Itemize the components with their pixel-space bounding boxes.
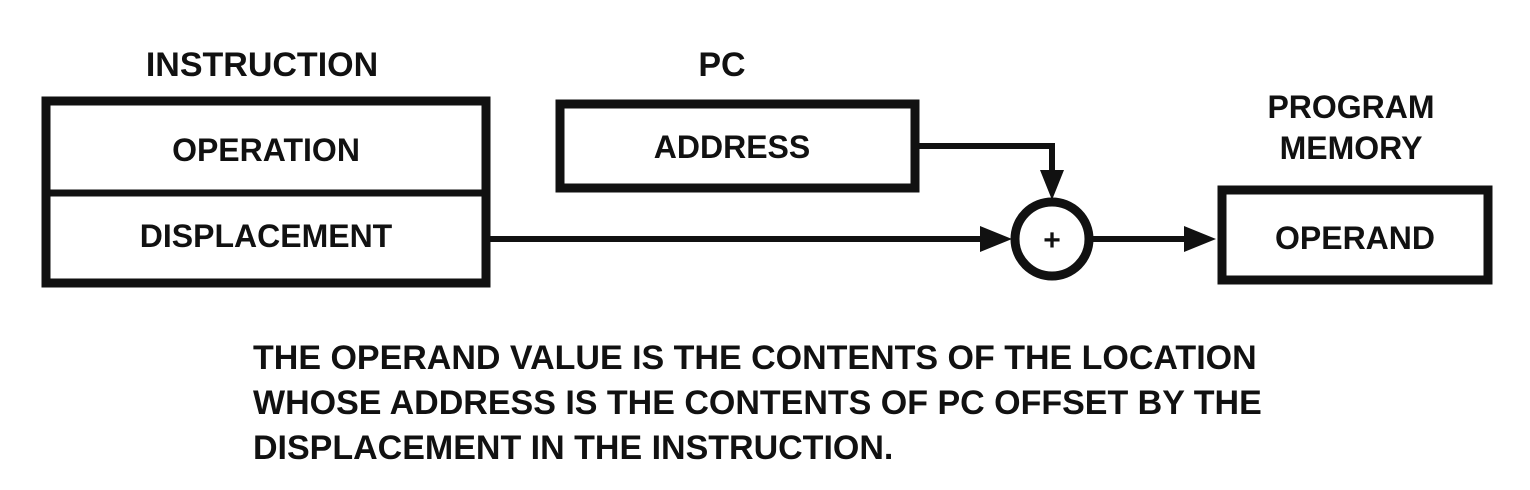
pc-register-box: ADDRESS [555,99,920,193]
memory-arrow-head [1184,226,1216,252]
plus-icon: + [1043,224,1061,257]
program-memory-title-line2: MEMORY [1280,130,1423,166]
adder-circle [1010,197,1094,281]
program-memory-title-line1: PROGRAM [1267,89,1434,125]
operand-field: OPERAND [1275,220,1435,256]
operation-field: OPERATION [172,132,360,168]
instruction-box: OPERATION DISPLACEMENT [41,96,491,288]
caption-line-3: DISPLACEMENT IN THE INSTRUCTION. [253,429,894,467]
diagram-caption: THE OPERAND VALUE IS THE CONTENTS OF THE… [253,336,1453,471]
displacement-field: DISPLACEMENT [140,218,393,254]
pc-title: PC [698,46,745,84]
adder-node: + [1010,197,1094,281]
instruction-title: INSTRUCTION [146,46,378,84]
adder-to-memory-arrow [1090,226,1216,252]
address-field: ADDRESS [654,129,810,165]
caption-line-2: WHOSE ADDRESS IS THE CONTENTS OF PC OFFS… [253,384,1262,422]
pc-arrow-head [1040,170,1064,200]
pc-arrow-line [915,143,1055,172]
memory-box-frame [1217,185,1493,285]
caption-line-1: THE OPERAND VALUE IS THE CONTENTS OF THE… [253,339,1257,377]
displacement-to-adder-arrow [486,226,1012,252]
program-memory-box: OPERAND [1217,185,1493,285]
pc-to-adder-arrow [915,143,1064,200]
displacement-arrow-head [980,226,1012,252]
pc-box-frame [555,99,920,193]
